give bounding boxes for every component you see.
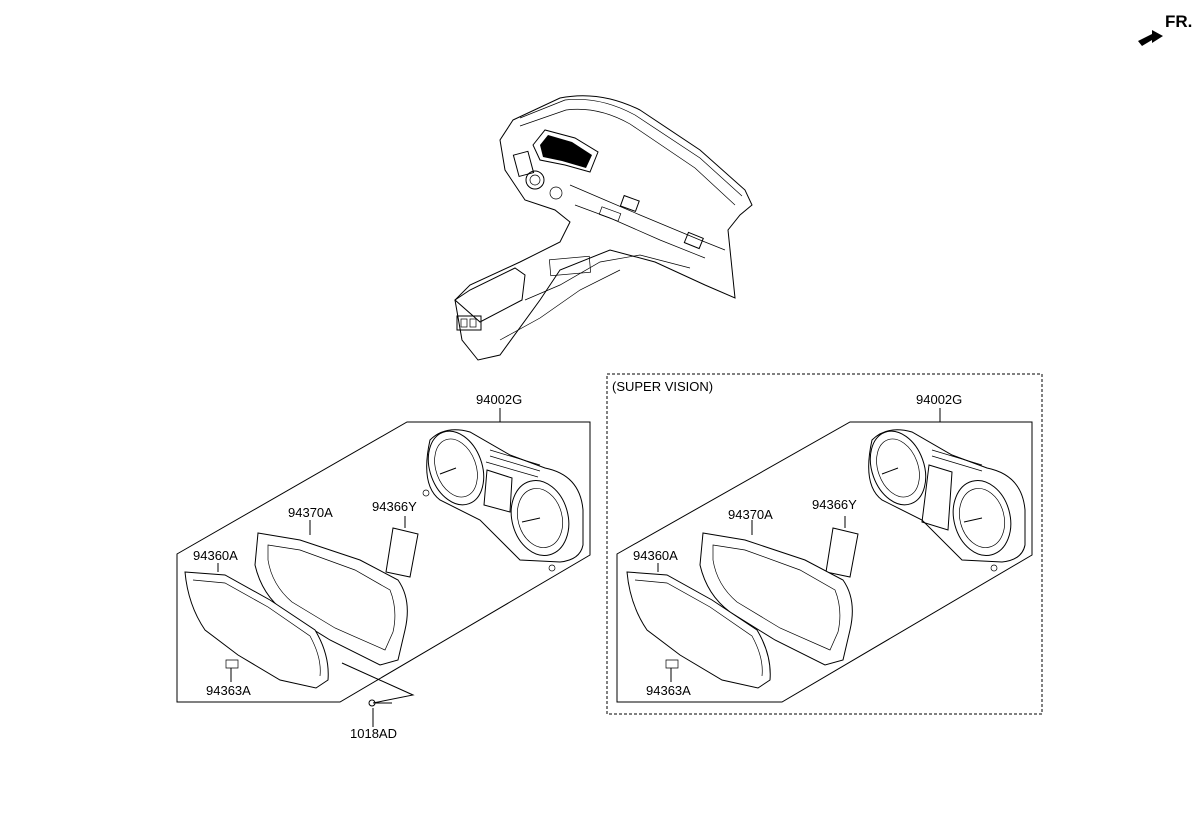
lcd-window-drawing xyxy=(385,516,419,578)
super-vision-dashed-box xyxy=(606,373,1043,715)
part-number-cluster-assy: 94002G xyxy=(916,392,963,407)
mask-drawing xyxy=(699,520,853,666)
cluster-assembly-drawing xyxy=(868,429,1026,572)
part-number-mask: 94370A xyxy=(288,505,333,520)
super-vision-group xyxy=(606,373,1043,715)
cluster-assembly-drawing xyxy=(422,429,584,572)
screw-drawing xyxy=(341,662,415,727)
group-outline xyxy=(616,421,1033,703)
standard-group xyxy=(176,408,591,727)
window-glass-drawing xyxy=(184,563,329,689)
part-number-mask: 94370A xyxy=(728,507,773,522)
window-glass-drawing xyxy=(626,563,771,689)
group-outline xyxy=(176,421,591,703)
part-number-clip: 94363A xyxy=(206,683,251,698)
part-number-screw: 1018AD xyxy=(350,726,397,741)
front-direction-label: FR. xyxy=(1165,12,1193,31)
part-number-clip: 94363A xyxy=(646,683,691,698)
part-number-window-glass: 94360A xyxy=(633,548,678,563)
part-number-cluster-assy: 94002G xyxy=(476,392,523,407)
mask-drawing xyxy=(254,520,408,666)
front-direction-arrow-icon xyxy=(1138,30,1163,46)
lcd-window-drawing xyxy=(825,516,859,578)
super-vision-title: (SUPER VISION) xyxy=(612,379,714,394)
part-number-lcd-window: 94366Y xyxy=(812,497,857,512)
dashboard-illustration xyxy=(454,95,753,361)
part-number-lcd-window: 94366Y xyxy=(372,499,417,514)
part-number-window-glass: 94360A xyxy=(193,548,238,563)
